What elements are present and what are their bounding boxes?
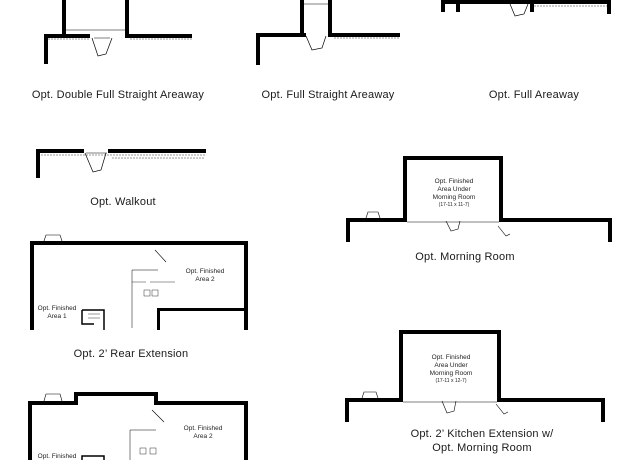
kitchen-extension-room-label: Opt. Finished Area Under Morning Room <box>429 354 473 377</box>
rear-extension-area2-label: Opt. Finished Area 2 <box>185 268 225 283</box>
caption-walkout: Opt. Walkout <box>90 196 156 208</box>
caption-full-areaway: Opt. Full Areaway <box>488 89 580 101</box>
kitchen-extension-room-dimensions: (17-11 x 12-7) <box>435 378 467 384</box>
caption-rear-extension: Opt. 2’ Rear Extension <box>73 348 189 360</box>
rear-extension-plan <box>30 234 248 330</box>
caption-double-full-straight-areaway: Opt. Double Full Straight Areaway <box>31 89 205 101</box>
caption-morning-room: Opt. Morning Room <box>415 251 515 263</box>
morning-room-area-label: Opt. Finished Area Under Morning Room <box>432 178 476 201</box>
morning-room-dimensions: (17-11 x 11-7) <box>438 202 470 208</box>
caption-full-straight-areaway: Opt. Full Straight Areaway <box>261 89 395 101</box>
full-areaway-plan <box>441 0 611 17</box>
rear-extension-morning-room-plan <box>28 392 248 460</box>
full-straight-areaway-plan <box>256 0 400 65</box>
walkout-plan <box>36 149 206 178</box>
rear-extension-morning-area1-label: Opt. Finished <box>37 453 77 460</box>
caption-kitchen-extension-morning-room: Opt. 2’ Kitchen Extension w/ Opt. Mornin… <box>410 428 554 454</box>
double-full-straight-areaway-plan <box>44 0 192 64</box>
rear-extension-area1-label: Opt. Finished Area 1 <box>37 305 77 320</box>
morning-room-plan <box>346 156 612 242</box>
kitchen-extension-morning-room-plan <box>345 330 605 422</box>
rear-extension-morning-area2-label: Opt. Finished Area 2 <box>183 425 223 440</box>
